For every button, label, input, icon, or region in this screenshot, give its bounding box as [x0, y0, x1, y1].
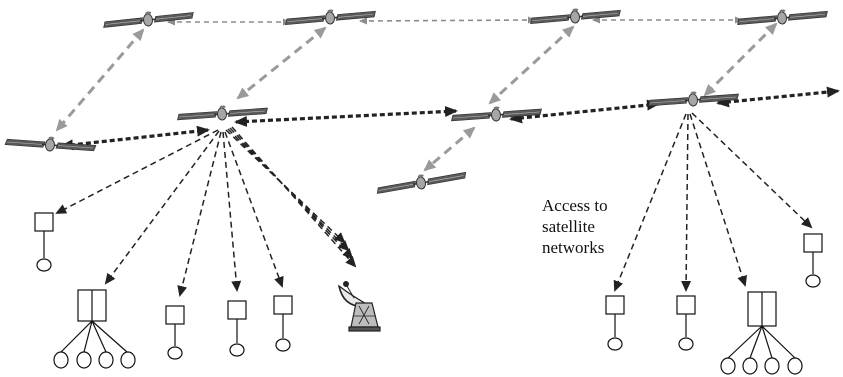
user-terminal: [605, 295, 625, 351]
link-s7-s8: [509, 99, 660, 124]
user-terminal: [273, 295, 293, 352]
satellite-icon: [101, 6, 196, 32]
upper-orbit-links: [167, 16, 743, 26]
access-link: [222, 131, 242, 292]
access-link: [55, 129, 219, 214]
satellite-dish-icon: [338, 281, 381, 332]
access-link: [224, 131, 284, 288]
link-s2-s6: [236, 26, 327, 100]
access-link: [681, 113, 692, 292]
user-terminal: [676, 295, 696, 351]
access-links-right: [613, 112, 813, 292]
satellites: [3, 3, 830, 198]
access-link: [231, 126, 357, 268]
hub-terminal: [720, 291, 803, 375]
satellite-icon: [646, 87, 741, 110]
link-s2-s3: [359, 16, 536, 25]
user-terminal: [34, 212, 54, 272]
satellite-icon: [283, 4, 378, 29]
link-s1-s5: [55, 28, 145, 132]
hub-terminal: [53, 289, 136, 369]
link-s4-s8: [703, 22, 778, 97]
link-s3-s7: [488, 25, 575, 105]
link-s5-s6: [60, 125, 210, 151]
annotation-line: networks: [542, 238, 605, 257]
annotation-line: satellite: [542, 217, 595, 236]
link-s8-offscreen: [716, 86, 840, 108]
satellite-icon: [735, 4, 830, 29]
access-links-left: [55, 126, 357, 297]
access-link: [104, 130, 220, 285]
access-link: [177, 131, 222, 297]
satellite-icon: [449, 102, 544, 125]
annotation-line: Access to: [542, 196, 608, 215]
user-terminal: [803, 233, 823, 288]
access-link: [689, 113, 748, 287]
access-link: [613, 113, 687, 292]
middle-orbit-links: [60, 86, 840, 151]
user-terminal: [165, 305, 185, 360]
access-annotation: Access to satellite networks: [542, 195, 662, 258]
ground-terminals: [34, 212, 823, 375]
user-terminal: [227, 300, 247, 357]
cross-orbit-links: [55, 22, 778, 172]
satellite-icon: [374, 165, 469, 198]
satellite-icon: [528, 3, 623, 28]
link-s6-s7: [234, 106, 458, 127]
link-s7-s9: [423, 126, 476, 172]
access-link: [691, 112, 813, 229]
